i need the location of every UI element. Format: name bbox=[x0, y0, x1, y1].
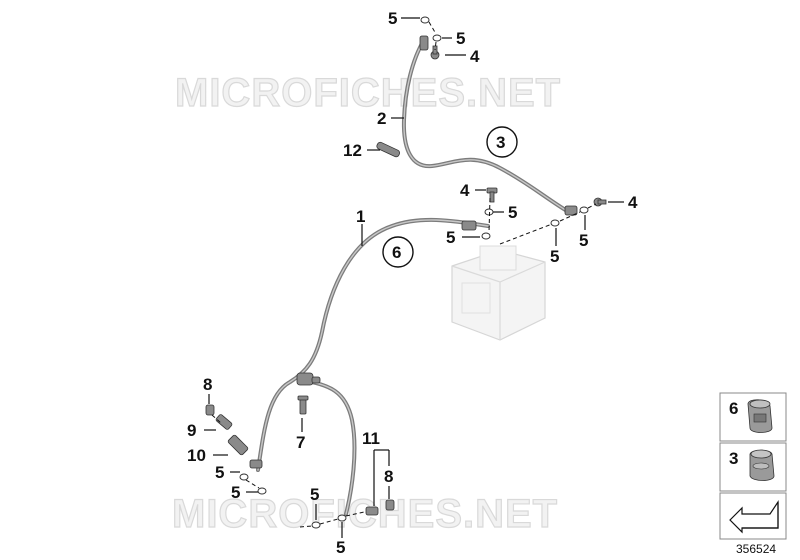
watermark-top: MICROFICHES.NET bbox=[175, 71, 561, 115]
callout-9: 9 bbox=[187, 421, 196, 440]
callout-8-left: 8 bbox=[203, 375, 212, 394]
callout-circle-6 bbox=[382, 236, 414, 268]
leader-lines bbox=[204, 17, 624, 538]
callout-5-top: 5 bbox=[388, 9, 397, 28]
callout-3: 3 bbox=[496, 133, 505, 152]
legend-label-3: 3 bbox=[729, 449, 738, 468]
washer-mid-a bbox=[484, 208, 494, 216]
callout-5-top-right: 5 bbox=[456, 29, 465, 48]
part-12-sleeve bbox=[376, 141, 400, 158]
callout-5-right-a: 5 bbox=[550, 247, 559, 266]
washer-left-a bbox=[239, 473, 249, 481]
washer-bottom-a bbox=[311, 521, 321, 529]
washer-top bbox=[420, 16, 430, 24]
callout-2: 2 bbox=[377, 109, 386, 128]
part-8-left bbox=[205, 404, 215, 416]
direction-arrow-icon bbox=[729, 500, 779, 534]
part-7-bolt bbox=[297, 395, 309, 415]
callout-4-right: 4 bbox=[628, 193, 638, 212]
callout-4-top: 4 bbox=[470, 47, 480, 66]
washer-top-right bbox=[432, 34, 442, 42]
banjo-bolt-top bbox=[430, 45, 440, 60]
callout-6: 6 bbox=[392, 243, 401, 262]
callout-circle-3 bbox=[486, 126, 518, 158]
pipe-2-end-fitting-right bbox=[564, 205, 578, 216]
callout-10: 10 bbox=[187, 446, 206, 465]
left-fittings bbox=[205, 404, 267, 495]
pipe-1-lower-fitting bbox=[249, 459, 263, 469]
abs-unit bbox=[451, 245, 546, 341]
callout-8-right: 8 bbox=[384, 467, 393, 486]
banjo-bolt-right bbox=[593, 197, 607, 207]
callout-5-right-b: 5 bbox=[579, 231, 588, 250]
part-10-fitting bbox=[227, 434, 249, 456]
callout-11: 11 bbox=[362, 429, 380, 448]
watermark-bottom: MICROFICHES.NET bbox=[172, 492, 558, 536]
part-9-fitting bbox=[215, 414, 233, 430]
assembly-lines bbox=[211, 21, 597, 528]
clamp-6 bbox=[296, 372, 321, 386]
callout-5-bottom-a: 5 bbox=[310, 485, 319, 504]
callout-5-bottom-b: 5 bbox=[336, 538, 345, 557]
part-8-right bbox=[385, 499, 395, 511]
brake-pipe-1 bbox=[256, 217, 490, 516]
callout-7: 7 bbox=[296, 433, 305, 452]
brake-pipe-2 bbox=[401, 35, 578, 216]
legend-panel: 6 3 bbox=[719, 392, 787, 540]
callout-5-left-b: 5 bbox=[231, 483, 240, 502]
washer-bottom-b bbox=[337, 514, 347, 522]
legend-label-6: 6 bbox=[729, 399, 738, 418]
part-11-fitting bbox=[365, 506, 379, 516]
pipe-1-end-fitting bbox=[461, 220, 477, 231]
banjo-bolt-mid bbox=[486, 187, 498, 203]
diagram-reference-number: 356524 bbox=[736, 542, 776, 556]
washer-mid-b bbox=[481, 232, 491, 240]
washer-left-b bbox=[257, 487, 267, 495]
washer-right-b bbox=[579, 206, 589, 214]
callout-12: 12 bbox=[343, 141, 362, 160]
callout-4-mid: 4 bbox=[460, 181, 470, 200]
washer-right-a bbox=[550, 219, 560, 227]
callout-5-mid-b: 5 bbox=[446, 228, 455, 247]
callout-5-mid-a: 5 bbox=[508, 203, 517, 222]
bottom-fittings bbox=[311, 499, 395, 529]
callout-1: 1 bbox=[356, 207, 365, 226]
callout-5-left-a: 5 bbox=[215, 463, 224, 482]
clip-3-icon bbox=[749, 449, 775, 481]
pipe-2-end-fitting-top bbox=[419, 35, 429, 51]
clip-6-icon bbox=[747, 399, 773, 433]
